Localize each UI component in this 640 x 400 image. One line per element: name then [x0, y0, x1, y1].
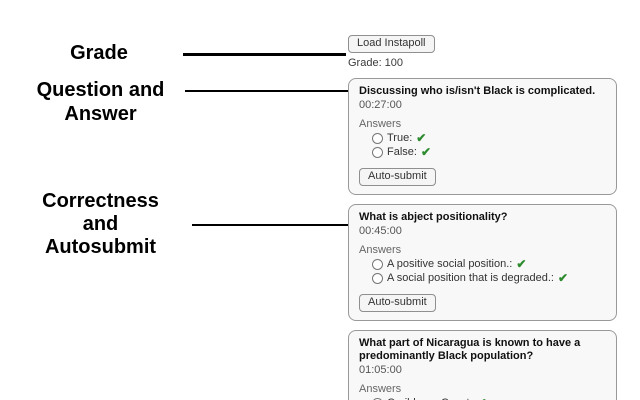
auto-submit-button[interactable]: Auto-submit [359, 294, 436, 312]
correct-check-icon: ✔ [516, 257, 527, 271]
grade-annotation-label: Grade [39, 41, 159, 65]
correct-check-icon: ✔ [477, 397, 487, 400]
poll-list: Discussing who is/isn't Black is complic… [348, 78, 617, 400]
answer-option-label: Caribbean Coast: [387, 397, 473, 400]
correctness-annotation-line2: and [82, 213, 119, 235]
poll-timer: 01:05:00 [359, 364, 402, 376]
answer-radio-button[interactable] [372, 258, 383, 270]
instapoll-panel: Load Instapoll Grade: 100 Discussing who… [348, 33, 617, 400]
poll-timer: 00:27:00 [359, 99, 402, 111]
poll-question: What part of Nicaragua is known to have … [359, 337, 581, 362]
answer-option-label: True: [387, 132, 413, 144]
poll-question: Discussing who is/isn't Black is complic… [359, 85, 596, 97]
question-answer-annotation-label: Question and Answer [8, 78, 193, 126]
correctness-annotation-line3: Autosubmit [44, 236, 157, 258]
grade-annotation-text: Grade [70, 42, 128, 64]
correct-check-icon: ✔ [557, 271, 569, 285]
answers-label: Answers [359, 118, 402, 130]
answers-label: Answers [359, 244, 402, 256]
answer-options: Caribbean Coast: ✔ Pacific Coast: ✔ [359, 397, 606, 400]
answer-option-row: Caribbean Coast: ✔ [372, 397, 606, 400]
answer-options: A positive social position.: ✔ A social … [359, 258, 606, 284]
load-instapoll-button[interactable]: Load Instapoll [348, 35, 435, 53]
correctness-annotation-label: Correctness and Autosubmit [8, 190, 193, 259]
poll-card: What part of Nicaragua is known to have … [348, 330, 617, 400]
answer-option-row: A positive social position.: ✔ [372, 258, 606, 270]
question-answer-connector-line [185, 90, 348, 92]
correct-check-icon: ✔ [416, 131, 427, 145]
auto-submit-button[interactable]: Auto-submit [359, 168, 436, 186]
question-answer-annotation-line1: Question and [36, 79, 165, 101]
answer-option-row: True: ✔ [372, 132, 606, 144]
answer-radio-button[interactable] [372, 146, 383, 158]
answer-radio-button[interactable] [372, 132, 383, 144]
question-answer-annotation-line2: Answer [64, 103, 137, 125]
correctness-annotation-line1: Correctness [42, 190, 159, 212]
poll-question: What is abject positionality? [359, 211, 508, 223]
answer-options: True: ✔ False: ✔ [359, 132, 606, 158]
grade-connector-line [183, 53, 346, 56]
submit-row: Auto-submit [359, 292, 606, 312]
answers-label: Answers [359, 383, 402, 395]
correctness-connector-line [192, 224, 348, 226]
grade-value: Grade: 100 [348, 57, 404, 69]
poll-card: Discussing who is/isn't Black is complic… [348, 78, 617, 195]
poll-timer: 00:45:00 [359, 225, 402, 237]
answer-option-row: A social position that is degraded.: ✔ [372, 272, 606, 284]
answer-option-label: False: [387, 146, 417, 158]
answer-option-label: A positive social position.: [387, 258, 513, 270]
correct-check-icon: ✔ [420, 145, 432, 159]
submit-row: Auto-submit [359, 166, 606, 186]
poll-card: What is abject positionality? 00:45:00 A… [348, 204, 617, 321]
answer-radio-button[interactable] [372, 272, 383, 284]
answer-option-row: False: ✔ [372, 146, 606, 158]
answer-option-label: A social position that is degraded.: [387, 272, 554, 284]
